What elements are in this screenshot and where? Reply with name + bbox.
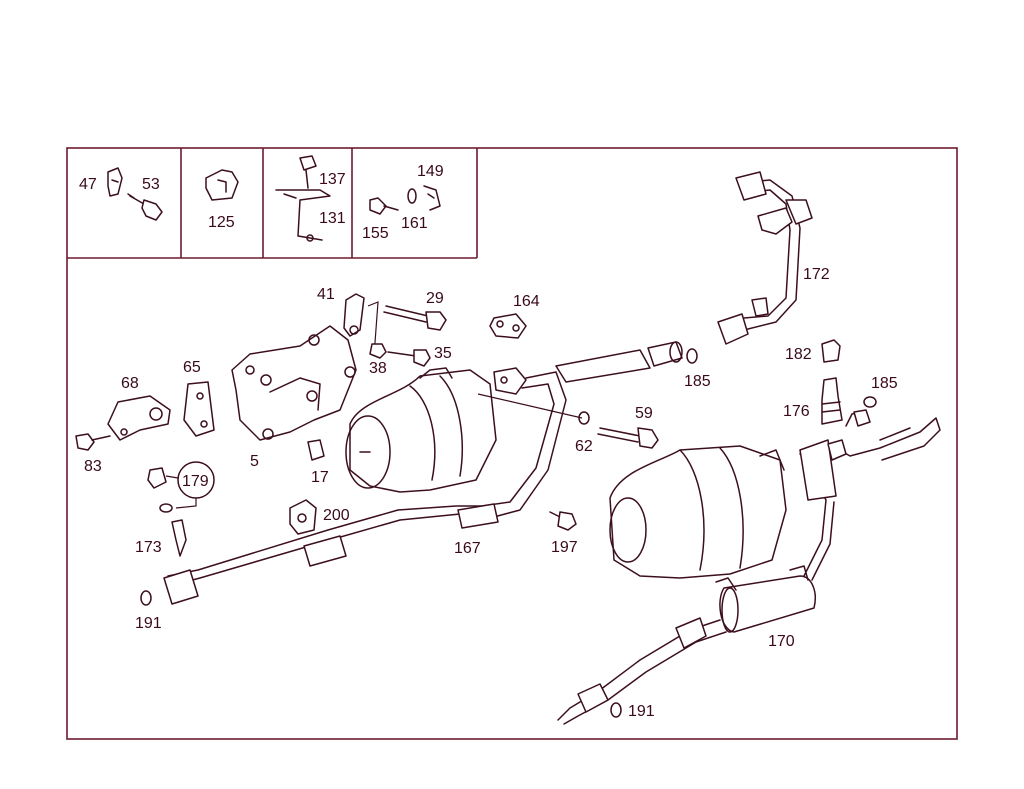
label-191a: 191	[135, 615, 162, 632]
part-172-line[interactable]	[717, 171, 813, 345]
part-59-bolt[interactable]	[597, 427, 659, 449]
label-47: 47	[79, 176, 97, 193]
label-176: 176	[783, 403, 810, 420]
part-167-hose[interactable]	[163, 341, 683, 605]
label-170: 170	[768, 633, 795, 650]
label-68: 68	[121, 375, 139, 392]
compressor-1[interactable]	[345, 367, 497, 493]
label-197: 197	[551, 539, 578, 556]
part-170-receiver-drier[interactable]	[557, 485, 835, 725]
leader-62	[477, 393, 583, 419]
part-200-damper[interactable]	[289, 499, 317, 535]
leader-38	[367, 301, 379, 357]
part-38-nut[interactable]	[369, 343, 387, 359]
label-172: 172	[803, 266, 830, 283]
part-179-nut[interactable]	[147, 467, 167, 489]
part-35-bolt[interactable]	[387, 349, 431, 367]
part-185-oring-a[interactable]	[686, 348, 698, 364]
part-47-clip[interactable]	[107, 167, 123, 197]
part-5-bracket[interactable]	[231, 325, 357, 441]
label-35: 35	[434, 345, 452, 362]
part-149-clip[interactable]	[423, 185, 441, 211]
label-185b: 185	[871, 375, 898, 392]
part-62-washer[interactable]	[578, 411, 590, 425]
part-176-valve[interactable]	[821, 377, 843, 425]
label-164: 164	[513, 293, 540, 310]
part-161-washer[interactable]	[407, 188, 417, 204]
part-125-bracket[interactable]	[205, 169, 239, 201]
label-38: 38	[369, 360, 387, 377]
part-137-bolt[interactable]	[299, 155, 317, 189]
part-upper-right-hose[interactable]	[799, 409, 941, 501]
label-59: 59	[635, 405, 653, 422]
label-200: 200	[323, 507, 350, 524]
part-41-bracket[interactable]	[343, 293, 365, 337]
label-62: 62	[575, 438, 593, 455]
label-125: 125	[208, 214, 235, 231]
label-41: 41	[317, 286, 335, 303]
label-29: 29	[426, 290, 444, 307]
label-173: 173	[135, 539, 162, 556]
label-161: 161	[401, 215, 428, 232]
part-173-valve[interactable]	[159, 503, 187, 557]
label-155: 155	[362, 225, 389, 242]
label-83: 83	[84, 458, 102, 475]
part-17-dowel[interactable]	[307, 439, 325, 461]
label-131: 131	[319, 210, 346, 227]
part-83-bolt[interactable]	[75, 433, 111, 451]
label-182: 182	[785, 346, 812, 363]
part-182-cap[interactable]	[821, 339, 841, 363]
part-53-bolt[interactable]	[127, 193, 163, 221]
label-137: 137	[319, 171, 346, 188]
part-155-bolt[interactable]	[369, 197, 399, 215]
leader-179	[165, 475, 197, 509]
part-185-oring-b[interactable]	[863, 396, 877, 408]
part-131-bracket[interactable]	[275, 189, 331, 242]
part-191-oring-b[interactable]	[610, 702, 622, 718]
part-191-oring-a[interactable]	[140, 590, 152, 606]
label-185a: 185	[684, 373, 711, 390]
label-5: 5	[250, 453, 259, 470]
label-149: 149	[417, 163, 444, 180]
label-191b: 191	[628, 703, 655, 720]
label-179: 179	[182, 473, 209, 490]
label-65: 65	[183, 359, 201, 376]
part-164-gasket[interactable]	[489, 313, 527, 339]
part-197-bolt[interactable]	[549, 511, 577, 531]
label-167: 167	[454, 540, 481, 557]
label-17: 17	[311, 469, 329, 486]
part-68-bracket[interactable]	[107, 395, 171, 441]
diagram-frame	[66, 147, 958, 740]
compressor-2[interactable]	[609, 445, 787, 579]
label-53: 53	[142, 176, 160, 193]
part-65-gasket[interactable]	[183, 381, 215, 437]
part-29-bolt[interactable]	[383, 305, 447, 331]
